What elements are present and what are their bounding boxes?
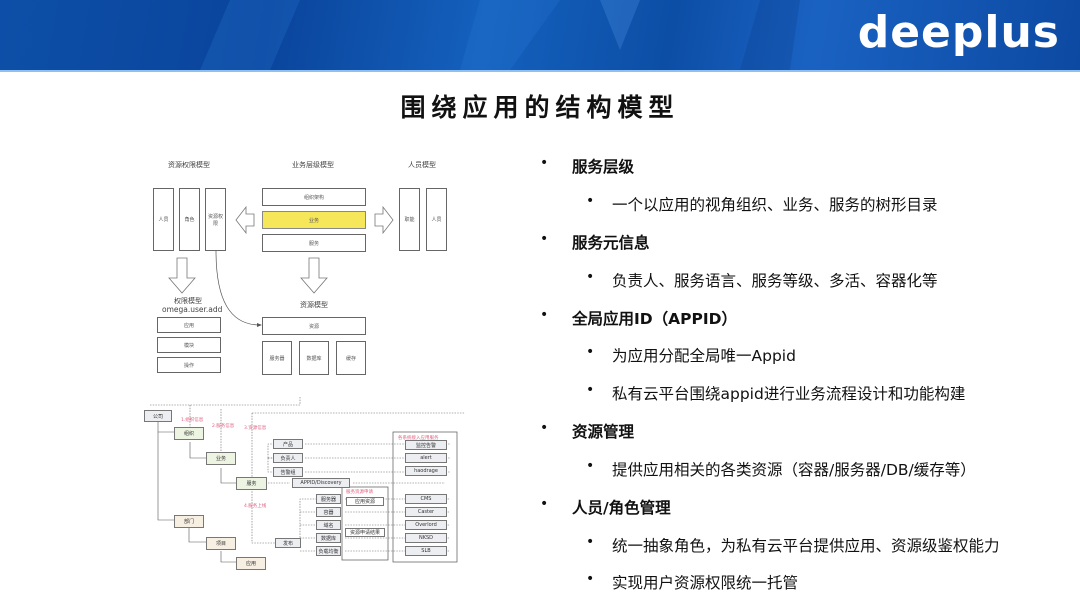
box-personnel: 人员 — [153, 188, 174, 251]
system-haodrage: haodrage — [405, 466, 447, 476]
bullet-dot-icon: • — [586, 344, 595, 360]
system-overlord: Overlord — [405, 520, 447, 530]
flow-org: 组织 — [174, 427, 204, 440]
middle-group-title: 服务资源申请 — [346, 490, 373, 495]
system-monitor: 监控告警 — [405, 440, 447, 450]
arrow-right-icon — [374, 205, 394, 235]
auth-model-example: omega.user.add — [162, 305, 223, 314]
right-group-title: 各系统接入应用服务 — [398, 436, 439, 441]
flow-deploy-database: 数据库 — [316, 533, 341, 543]
bullet-dot-icon: • — [586, 269, 595, 285]
flow-appid-discovery: APPID/Discovery — [292, 478, 350, 488]
system-nksd: NKSD — [405, 533, 447, 543]
auth-row-operation: 操作 — [157, 357, 221, 373]
flow-deploy-container: 容器 — [316, 507, 341, 517]
flow-deploy-server: 服务器 — [316, 494, 341, 504]
system-alert: alert — [405, 453, 447, 463]
pink-label-4: 4.服务上线 — [244, 504, 267, 509]
auth-model-title: 权限模型 — [174, 297, 202, 305]
deeplus-logo: deeplus — [857, 7, 1060, 58]
resource-cache: 缓存 — [336, 341, 366, 375]
flow-diagram: 公司 组织 业务 服务 部门 项目 应用 1.组织信息 2.服务信息 3.资源信… — [140, 395, 470, 575]
system-cms: CMS — [405, 494, 447, 504]
page-title: 围绕应用的结构模型 — [400, 93, 680, 122]
bullet-dot-icon: • — [540, 496, 549, 512]
label-resource-permission-model: 资源权限模型 — [168, 161, 210, 169]
flow-business: 业务 — [206, 452, 236, 465]
flow-app: 应用 — [236, 557, 266, 570]
flow-alert-group: 告警组 — [273, 467, 303, 477]
box-business: 业务 — [262, 211, 366, 229]
curve-connector — [215, 250, 261, 326]
arrow-down-middle-icon — [300, 257, 328, 294]
flow-project: 项目 — [206, 537, 236, 550]
box-function: 职能 — [399, 188, 420, 251]
banner-decoration — [200, 0, 800, 70]
diagram-arrows — [168, 205, 394, 327]
flow-deploy-lb: 负载均衡 — [316, 546, 341, 556]
bullet-dot-icon: • — [586, 534, 595, 550]
auth-row-app: 应用 — [157, 317, 221, 333]
flow-deploy-domain: 域名 — [316, 520, 341, 530]
pink-label-2: 2.服务信息 — [212, 424, 235, 429]
flow-root: 公司 — [144, 410, 172, 422]
flow-department: 部门 — [174, 515, 204, 528]
resource-top: 资源 — [262, 317, 366, 335]
arrow-left-icon — [235, 205, 255, 235]
box-resource-permission: 资源权限 — [205, 188, 226, 251]
structure-diagram: 资源权限模型 业务层级模型 人员模型 人员 角色 资源权限 组织架构 业务 服务… — [140, 150, 470, 580]
middle-group-item-1: 应用资源 — [346, 497, 384, 506]
resource-database: 数据库 — [299, 341, 329, 375]
bullet-dot-icon: • — [586, 193, 595, 209]
pink-label-3: 3.资源信息 — [244, 426, 267, 431]
system-caster: Caster — [405, 507, 447, 517]
flow-service: 服务 — [236, 477, 267, 490]
pink-label-1: 1.组织信息 — [181, 418, 204, 423]
bullet-dot-icon: • — [540, 231, 549, 247]
flow-product: 产品 — [273, 439, 303, 449]
bullet-dot-icon: • — [586, 382, 595, 398]
resource-model-title: 资源模型 — [300, 301, 328, 309]
system-slb: SLB — [405, 546, 447, 556]
box-service: 服务 — [262, 234, 366, 252]
label-personnel-model: 人员模型 — [408, 161, 436, 169]
banner-underline — [0, 70, 1080, 72]
flow-owner: 负责人 — [273, 453, 303, 463]
header-banner: deeplus — [0, 0, 1080, 70]
bullet-dot-icon: • — [540, 420, 549, 436]
label-business-hierarchy-model: 业务层级模型 — [292, 161, 334, 169]
bullet-dot-icon: • — [540, 307, 549, 323]
bullet-dot-icon: • — [540, 155, 549, 171]
arrow-down-left-icon — [168, 257, 196, 294]
box-role: 角色 — [179, 188, 200, 251]
auth-row-module: 模块 — [157, 337, 221, 353]
flow-deploy: 发布 — [275, 538, 301, 548]
box-personnel-right: 人员 — [426, 188, 447, 251]
resource-server: 服务器 — [262, 341, 292, 375]
box-org-structure: 组织架构 — [262, 188, 366, 206]
bullet-dot-icon: • — [586, 571, 595, 587]
bullet-dot-icon: • — [586, 458, 595, 474]
middle-group-item-2: 资源申请结果 — [345, 528, 385, 537]
